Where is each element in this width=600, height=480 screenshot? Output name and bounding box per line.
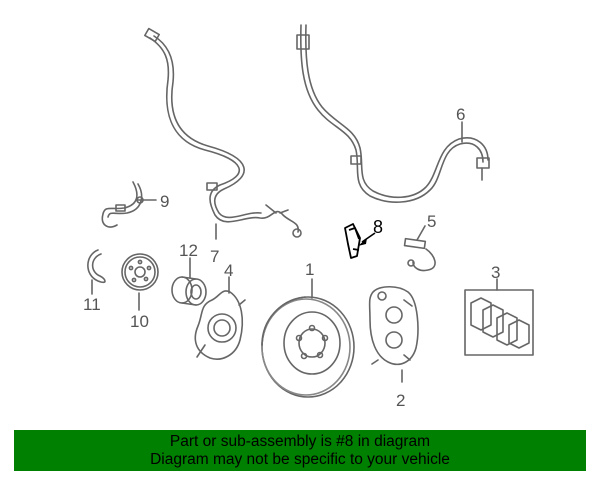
- exploded-parts-diagram: 1 2 3 4 5 6 7 8 9 10 11 12: [83, 24, 534, 410]
- callout-8-arrow: [358, 238, 367, 246]
- callout-8: 8: [373, 217, 383, 237]
- sensor-wire-7[interactable]: [144, 27, 302, 238]
- wear-sensor-5[interactable]: [403, 237, 436, 272]
- notice-line-1: Part or sub-assembly is #8 in diagram: [169, 433, 431, 450]
- callout-7: 7: [210, 247, 219, 266]
- wheel-bearing-12[interactable]: [171, 276, 207, 306]
- callout-6: 6: [456, 105, 465, 124]
- callout-9: 9: [160, 192, 169, 211]
- sensor-wire-6[interactable]: [296, 24, 490, 203]
- notice-line-2: Diagram may not be specific to your vehi…: [150, 451, 450, 468]
- wire-9[interactable]: [101, 181, 144, 228]
- brake-caliper-2[interactable]: [368, 285, 419, 366]
- callout-12: 12: [179, 241, 198, 260]
- callout-1: 1: [305, 260, 314, 279]
- brake-pads-3[interactable]: [464, 289, 534, 356]
- clip-ring-11[interactable]: [87, 249, 106, 284]
- callout-11: 11: [83, 295, 101, 314]
- callout-5: 5: [427, 212, 436, 231]
- callout-3: 3: [491, 263, 500, 282]
- brake-rotor-1[interactable]: [261, 296, 355, 398]
- callout-2: 2: [396, 391, 405, 410]
- abs-sensor-bracket-8[interactable]: [344, 223, 376, 259]
- notice-banner: Part or sub-assembly is #8 in diagram Di…: [14, 430, 586, 471]
- callout-4: 4: [224, 261, 233, 280]
- hub-flange-10[interactable]: [121, 253, 159, 291]
- knuckle-shield-4[interactable]: [194, 290, 246, 360]
- callout-10: 10: [130, 312, 149, 331]
